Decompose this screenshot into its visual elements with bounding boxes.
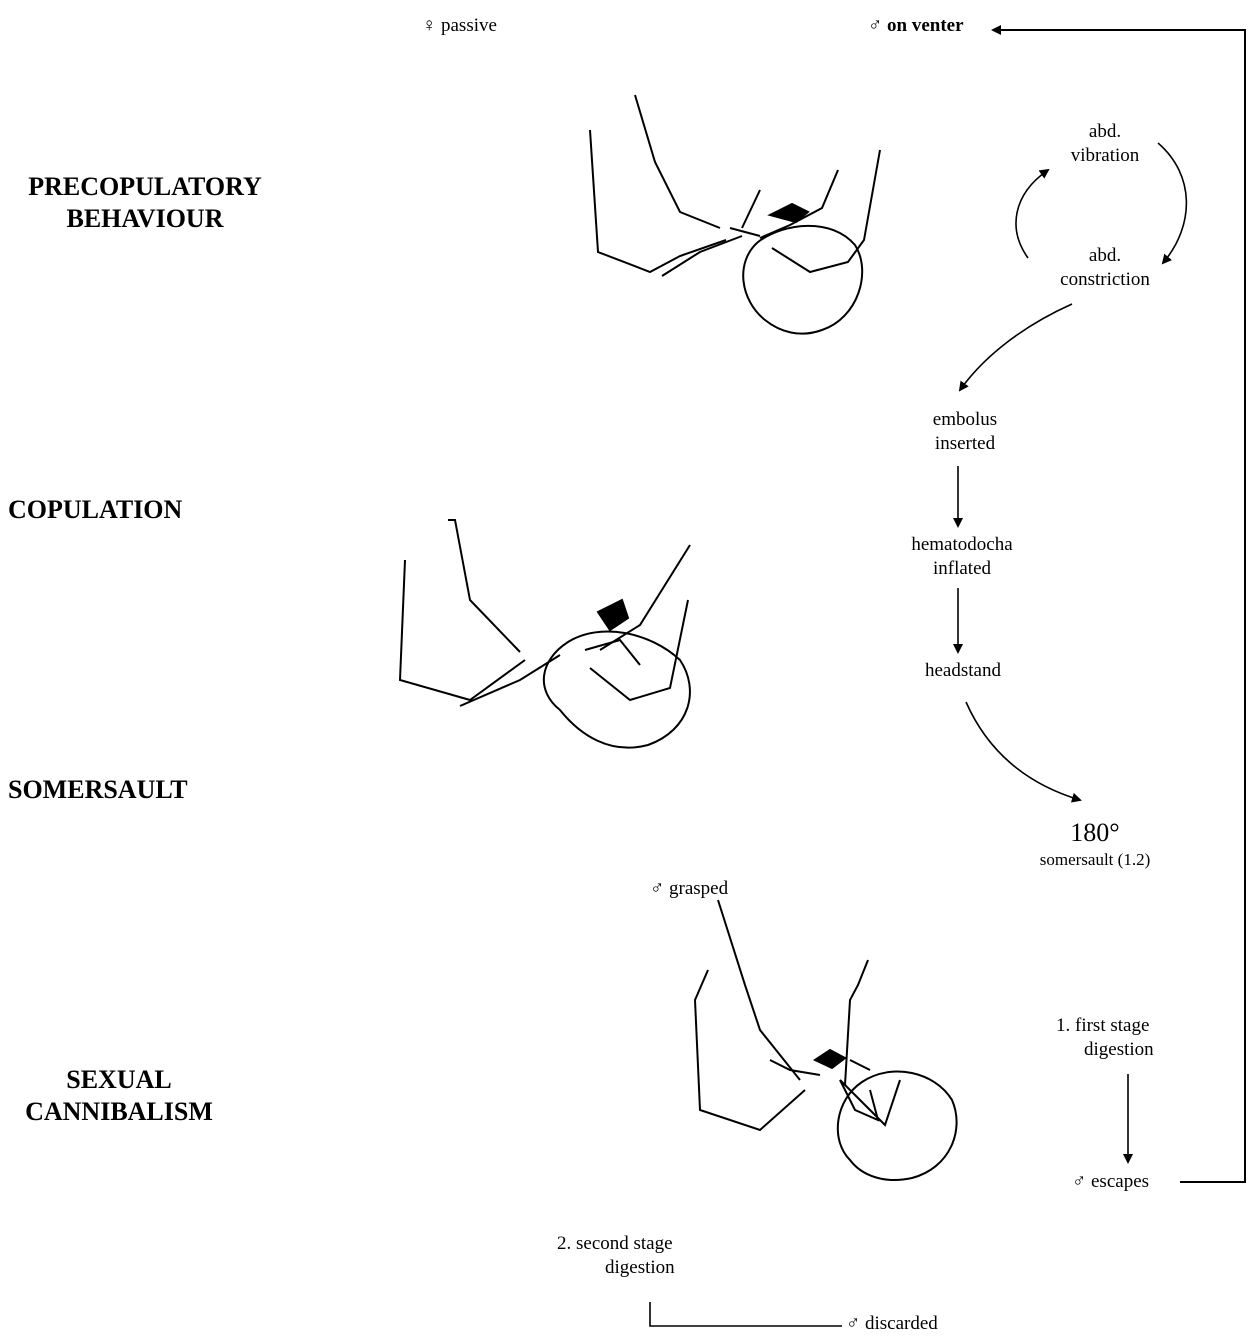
spider-drawing-cannibalism	[695, 900, 957, 1180]
spider-drawing-precopulatory	[590, 95, 880, 334]
return-arrow	[993, 30, 1245, 1182]
arrow-to-embolus	[960, 304, 1072, 390]
arrow-to-somersault	[966, 702, 1080, 800]
connector-discarded	[650, 1302, 842, 1326]
cycle-arrow-down	[1158, 143, 1186, 263]
spider-drawing-copulation	[400, 520, 690, 748]
cycle-arrow-up	[1016, 170, 1048, 258]
